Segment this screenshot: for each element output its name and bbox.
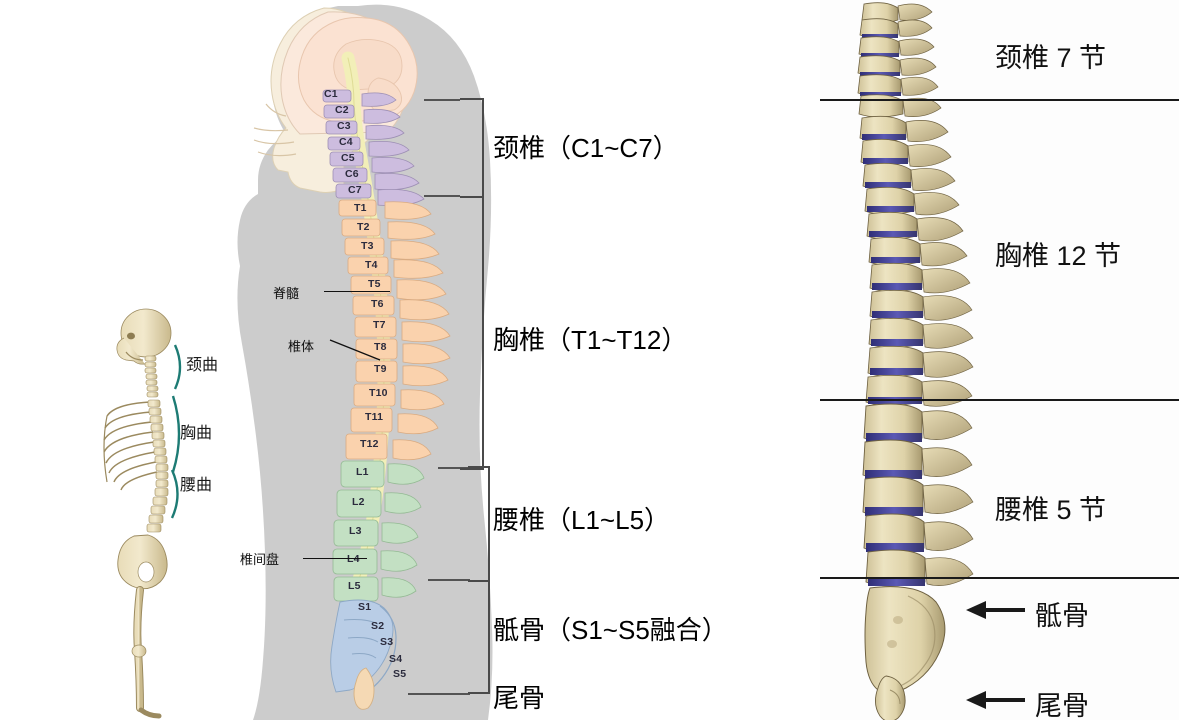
- vertebra-label-t1: T1: [354, 202, 367, 214]
- skeleton-curvature-panel: 颈曲 胸曲 腰曲: [0, 0, 240, 720]
- vertebra-label-t2: T2: [357, 221, 370, 233]
- vertebra-label-s3: S3: [380, 636, 394, 648]
- vertebra-label-s2: S2: [371, 620, 385, 632]
- vertebra-label-c4: C4: [339, 136, 353, 148]
- vertebra-label-t10: T10: [369, 387, 388, 399]
- vertebra-label-s5: S5: [393, 668, 407, 680]
- vertebra-label-c3: C3: [337, 120, 351, 132]
- region-label-sacrum: 骶骨（S1~S5融合）: [493, 615, 728, 645]
- annotation-label-intervertebral-disc: 椎间盘: [240, 552, 280, 567]
- vertebra-label-t3: T3: [361, 240, 374, 252]
- vertebra-label-t9: T9: [374, 363, 387, 375]
- annotation-label-spinal-cord: 脊髓: [273, 286, 300, 301]
- section-label-lumbar: 腰椎 5 节: [995, 495, 1107, 525]
- region-label-cervical: 颈椎（C1~C7）: [493, 133, 679, 163]
- arrow-coccyx: [966, 691, 1025, 709]
- region-label-lumbar: 腰椎（L1~L5）: [493, 505, 671, 535]
- bracket-cervical: [460, 98, 484, 198]
- curvature-label-lumbar: 腰曲: [180, 477, 213, 494]
- bracket-sacrum: [468, 580, 490, 694]
- annotation-leader-spinal-cord: [324, 291, 390, 292]
- annotated-spine-panel: C1 C2 C3 C4 C5 C6 C7 T1 T2 T3 T4 T5 T6 T…: [228, 0, 728, 721]
- vertebra-label-l5: L5: [348, 580, 361, 592]
- region-label-thoracic: 胸椎（T1~T12）: [493, 325, 688, 355]
- vertebra-label-s1: S1: [358, 601, 372, 613]
- skeleton-illustration: [103, 308, 182, 719]
- annotation-label-vertebral-body: 椎体: [288, 339, 315, 354]
- curvature-label-thoracic: 胸曲: [180, 425, 213, 442]
- vertebra-label-t4: T4: [365, 259, 378, 271]
- vertebra-label-l1: L1: [356, 466, 369, 478]
- region-label-coccyx: 尾骨: [493, 683, 546, 713]
- bracket-lumbar: [468, 466, 490, 582]
- annotation-leader-intervertebral-disc: [303, 558, 367, 559]
- vertebra-label-c1: C1: [324, 88, 338, 100]
- section-label-thoracic: 胸椎 12 节: [995, 241, 1122, 271]
- vertebra-label-t6: T6: [371, 298, 384, 310]
- annotation-leader-vertebral-body: [329, 339, 381, 361]
- vertebra-label-c5: C5: [341, 152, 355, 164]
- vertebra-label-c6: C6: [345, 168, 359, 180]
- arrow-sacrum: [966, 601, 1025, 619]
- vertebra-label-c7: C7: [348, 184, 362, 196]
- three-d-spine-panel: 颈椎 7 节 胸椎 12 节 腰椎 5 节 骶骨 尾骨: [820, 0, 1179, 722]
- section-label-coccyx: 尾骨: [1035, 691, 1089, 721]
- vertebra-label-t7: T7: [373, 319, 386, 331]
- vertebra-label-t11: T11: [365, 411, 384, 423]
- vertebra-label-l3: L3: [349, 525, 362, 537]
- vertebra-label-s4: S4: [389, 653, 403, 665]
- vertebra-label-l2: L2: [352, 496, 365, 508]
- section-label-cervical: 颈椎 7 节: [995, 43, 1107, 73]
- cervical-curve-bracket: [173, 344, 182, 390]
- three-d-spine-illustration: [820, 2, 1179, 722]
- vertebra-label-t8: T8: [374, 341, 387, 353]
- curvature-label-cervical: 颈曲: [186, 357, 219, 374]
- bracket-thoracic: [460, 196, 484, 470]
- vertebra-label-t5: T5: [368, 278, 381, 290]
- lumbar-curve-bracket: [170, 469, 179, 519]
- vertebra-label-t12: T12: [360, 438, 379, 450]
- thoracic-curve-bracket: [171, 395, 181, 473]
- section-label-sacrum: 骶骨: [1035, 601, 1089, 631]
- vertebra-label-l4: L4: [347, 553, 360, 565]
- vertebra-label-c2: C2: [335, 104, 349, 116]
- spine-diagram-illustration: [237, 4, 493, 721]
